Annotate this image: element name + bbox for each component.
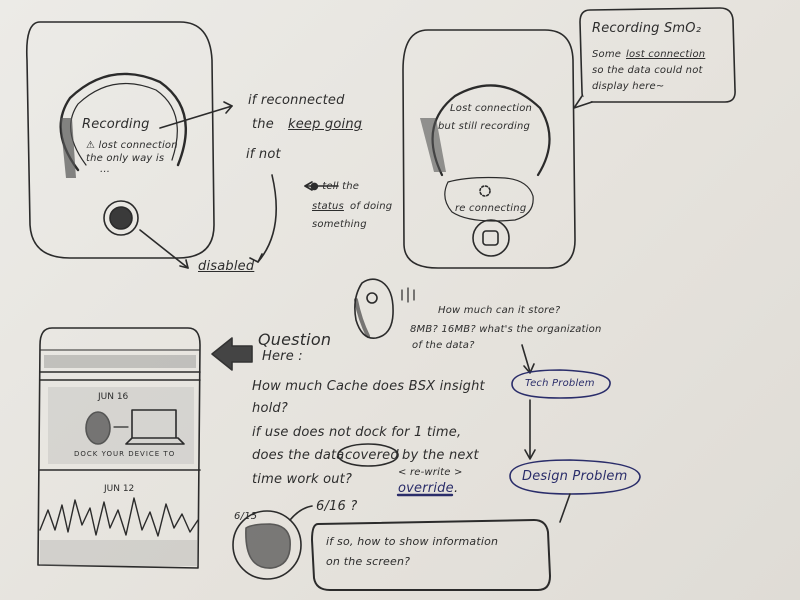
bubble-line3: display here~ [592,81,665,92]
phone-dock-text: DOCK YOUR DEVICE TO [74,450,176,458]
phone-date-1: JUN 16 [98,392,129,402]
dots-label: ... [100,164,111,175]
laptop-icon [125,409,185,445]
note-if-not: if not [246,147,281,162]
progress-arc-1 [59,72,188,172]
still-recording-2: but still recording [438,121,531,132]
lost-connection-2: Lost connection [450,103,533,114]
device-outline-2 [402,29,576,269]
home-button-1 [103,200,139,236]
store-organization: of the data? [412,340,475,351]
phone-device-icon [85,411,111,445]
bubble-some: Some [592,49,622,60]
note-reconnected: if reconnected [248,93,345,108]
phone-outline [37,327,201,569]
tech-ellipse [511,369,611,399]
box-line2: on the screen? [326,555,411,568]
box-line1: if so, how to show information [326,535,499,548]
bubble-line2: so the data could not [592,65,703,76]
question-here: Here : [262,349,303,364]
arrow-disabled [257,174,277,263]
recording-label: Recording [82,117,150,132]
arrow-reconnected [159,105,233,129]
covered-circle [337,443,399,467]
arrow-to-tech [521,344,531,373]
question-line4c: by the next [402,448,479,463]
phone-date-2: JUN 12 [104,484,135,494]
question-title: Question [258,330,332,349]
reconnecting-pill [444,176,534,222]
design-ellipse [509,459,641,495]
date-circle [232,510,302,580]
store-question: How much can it store? [438,305,561,316]
only-way-label: the only way is [86,153,165,164]
tell-of-doing: of doing [350,201,393,212]
question-line1: How much Cache does BSX insight [252,379,485,394]
sensor-device [354,278,394,339]
arrow-button-disabled [139,229,189,269]
question-line5: time work out? [252,472,353,487]
left-arrow [211,337,253,371]
lost-connection-label: ⚠ lost connection [86,140,178,151]
override-period: . [454,481,459,496]
store-options: 8MB? 16MB? what's the organization [410,324,602,335]
design-problem: Design Problem [522,469,628,484]
note-the: the [252,117,274,132]
override-label: override [398,481,454,496]
note-keep-going: keep going [288,117,363,132]
bubble-lost-connection: lost connection [626,49,706,60]
arrow-design-box [559,493,571,523]
tell-status: status [312,201,344,212]
question-line4a: does the data [252,448,345,463]
disabled-label: disabled [198,259,255,274]
question-box [311,519,551,591]
date-6-16: 6/16 ? [316,499,358,514]
question-line3: if use does not dock for 1 time, [252,425,462,440]
bubble-title: Recording SmO₂ [592,21,702,36]
tech-problem: Tech Problem [525,378,595,389]
line-chart [39,497,199,537]
speech-bubble [579,7,736,103]
question-covered: covered [345,448,399,463]
tell-line1: ● tell the [310,181,360,192]
question-line2: hold? [252,401,288,416]
rewrite-label: < re-write > [398,467,463,478]
tell-line3: something [312,219,367,230]
reconnecting-label: re connecting [455,203,527,214]
home-button-2 [472,219,510,257]
date-6-15: 6/15 [234,511,258,522]
device-outline-1 [25,21,215,259]
